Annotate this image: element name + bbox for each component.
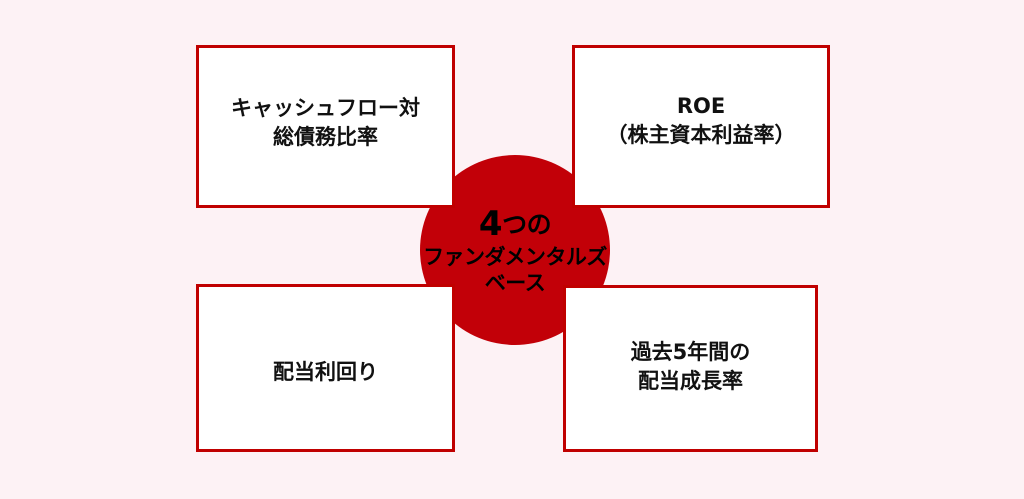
card-cash-flow-to-total-debt-body: キャッシュフロー対 総債務比率 — [231, 94, 420, 151]
card-cash-flow-to-total-debt: キャッシュフロー対 総債務比率 — [196, 45, 455, 208]
card-dividend-yield-body: 配当利回り — [273, 358, 378, 386]
center-hub-line-2: ファンダメンタルズ — [423, 244, 607, 269]
center-hub-line-1: 4つの — [478, 203, 552, 244]
card-dividend-yield-line-1: 配当利回り — [273, 359, 378, 384]
center-hub-count-suffix: つの — [502, 209, 552, 239]
card-five-year-dividend-growth-body: 過去5年間の 配当成長率 — [631, 338, 751, 395]
center-hub-count: 4 — [478, 203, 503, 244]
card-five-year-dividend-growth-line-2: 配当成長率 — [638, 368, 743, 393]
center-hub-line-3: ベース — [484, 271, 546, 296]
card-dividend-yield: 配当利回り — [196, 284, 455, 452]
card-roe-body: ROE （株主資本利益率） — [607, 92, 796, 149]
card-cash-flow-to-total-debt-line-2: 総債務比率 — [273, 124, 378, 149]
card-cash-flow-to-total-debt-line-1: キャッシュフロー対 — [231, 96, 420, 121]
card-roe: ROE （株主資本利益率） — [572, 45, 830, 208]
card-five-year-dividend-growth: 過去5年間の 配当成長率 — [563, 285, 818, 452]
card-five-year-dividend-growth-line-1: 過去5年間の — [630, 340, 751, 365]
card-roe-line-2: （株主資本利益率） — [606, 122, 796, 147]
card-roe-line-1: ROE — [676, 94, 726, 119]
